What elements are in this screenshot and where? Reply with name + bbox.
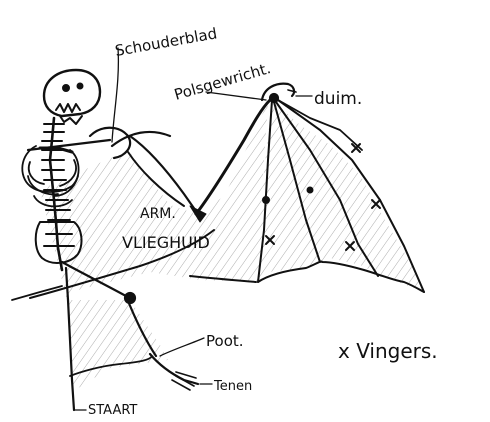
label-fingers: x Vingers. xyxy=(338,339,438,363)
wrist-and-thumb xyxy=(262,84,296,102)
label-wing-membrane: VLIEGHUID xyxy=(122,233,210,252)
label-toes: Tenen xyxy=(213,379,252,394)
label-tail: STAART xyxy=(88,403,137,418)
label-wrist: Polsgewricht. xyxy=(172,59,273,104)
label-leg: Poot. xyxy=(206,332,244,350)
label-thumb: duim. xyxy=(314,89,362,109)
skull xyxy=(44,70,100,124)
label-shoulder-blade: Schouderblad xyxy=(114,24,219,60)
label-arm: ARM. xyxy=(140,206,176,222)
